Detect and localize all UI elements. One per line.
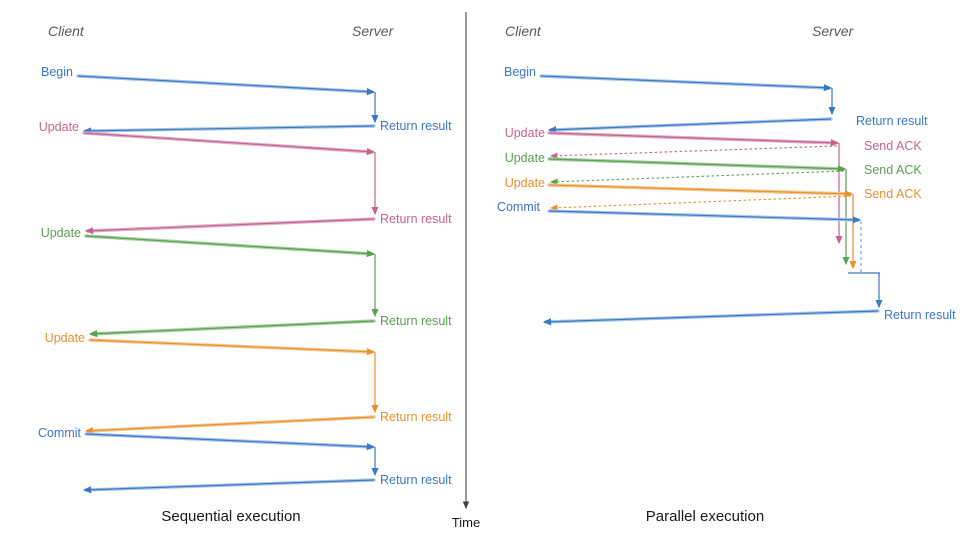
right-client-label-update-2: Update: [505, 151, 545, 165]
right-flow-update-3: [547, 183, 857, 270]
right-server-label-3: Send ACK: [864, 163, 922, 177]
right-client-label-update-1: Update: [505, 126, 545, 140]
left-server-labels: Return result Return result Return resul…: [380, 119, 452, 487]
left-client-label-commit: Commit: [38, 426, 82, 440]
right-server-labels: Return result Send ACK Send ACK Send ACK…: [856, 114, 956, 322]
left-panel: Client Server: [38, 23, 452, 525]
time-axis: Time: [452, 12, 480, 530]
right-panel-caption: Parallel execution: [646, 508, 764, 525]
left-flow-update-2: [84, 234, 379, 338]
time-axis-label: Time: [452, 515, 480, 530]
left-server-header: Server: [352, 23, 395, 39]
right-client-labels: Begin Update Update Update Commit: [497, 65, 545, 214]
right-server-label-2: Send ACK: [864, 139, 922, 153]
right-server-label-1: Return result: [856, 114, 928, 128]
right-flow-commit: [542, 209, 883, 326]
left-client-label-update-1: Update: [39, 120, 79, 134]
left-client-label-begin: Begin: [41, 65, 73, 79]
right-panel: Client Server: [497, 23, 956, 525]
right-client-label-begin: Begin: [504, 65, 536, 79]
left-server-label-5: Return result: [380, 473, 452, 487]
right-client-label-update-3: Update: [505, 176, 545, 190]
left-client-header: Client: [48, 23, 85, 39]
left-server-label-3: Return result: [380, 314, 452, 328]
left-flow-update-1: [82, 131, 379, 235]
right-client-label-commit: Commit: [497, 200, 541, 214]
left-flow-commit: [82, 432, 379, 494]
left-server-label-1: Return result: [380, 119, 452, 133]
left-server-label-4: Return result: [380, 410, 452, 424]
left-client-label-update-3: Update: [45, 331, 85, 345]
left-flow-update-3: [84, 338, 379, 435]
left-client-labels: Begin Update Update Update Commit: [38, 65, 85, 440]
left-server-label-2: Return result: [380, 212, 452, 226]
right-flow-update-2: [547, 157, 850, 266]
right-server-label-5: Return result: [884, 308, 956, 322]
right-server-label-4: Send ACK: [864, 187, 922, 201]
left-client-label-update-2: Update: [41, 226, 81, 240]
right-server-header: Server: [812, 23, 855, 39]
left-panel-caption: Sequential execution: [161, 508, 300, 525]
left-flow-begin: [76, 74, 379, 135]
right-flow-begin: [539, 74, 836, 134]
right-client-header: Client: [505, 23, 542, 39]
